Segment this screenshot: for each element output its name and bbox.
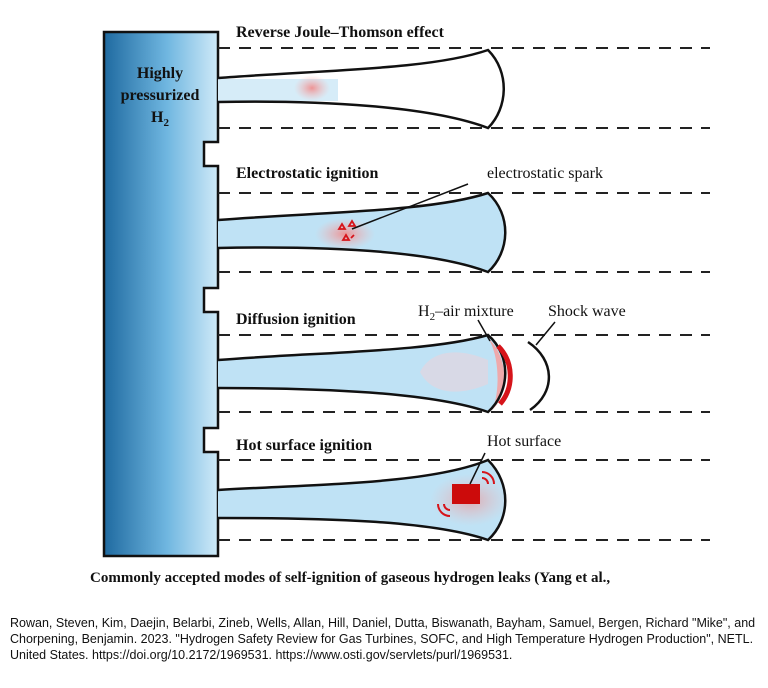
jet-hot-surface <box>217 452 510 542</box>
jet-reverse-joule-thomson <box>217 48 505 130</box>
flame-front <box>496 344 513 406</box>
electrostatic-spark-pointer <box>351 183 469 230</box>
spark-icon <box>337 219 357 241</box>
annotation-electrostatic-spark: electrostatic spark <box>487 165 603 182</box>
mode-title-electrostatic: Electrostatic ignition <box>236 165 378 182</box>
tank-label-h2: H2 <box>151 109 169 129</box>
annotation-h2-air-mixture: H2–air mixture <box>418 303 514 323</box>
annotation-hot-surface: Hot surface <box>487 433 561 450</box>
heating-glow <box>294 75 330 101</box>
hydrogen-tank <box>102 30 220 558</box>
ignition-modes-diagram: Highly pressurized H2 Reverse Joule–Thom… <box>102 24 710 558</box>
figure-caption: Commonly accepted modes of self-ignition… <box>90 570 611 586</box>
citation-text: Rowan, Steven, Kim, Daejin, Belarbi, Zin… <box>10 616 756 662</box>
mode-title-hot-surface: Hot surface ignition <box>236 437 372 454</box>
jet-diffusion <box>217 319 556 414</box>
mode-title-reverse-jt: Reverse Joule–Thomson effect <box>236 24 445 41</box>
shock-wave <box>527 340 551 412</box>
tank-label-line-2: pressurized <box>121 87 200 104</box>
dashed-guide-lines <box>218 47 710 541</box>
annotation-shock-wave: Shock wave <box>548 303 626 320</box>
jet-electrostatic <box>217 183 507 274</box>
hot-surface-block <box>452 484 480 504</box>
heat-wave-icon <box>437 471 495 517</box>
tank-label-line-1: Highly <box>137 65 183 82</box>
mode-title-diffusion: Diffusion ignition <box>236 311 356 328</box>
